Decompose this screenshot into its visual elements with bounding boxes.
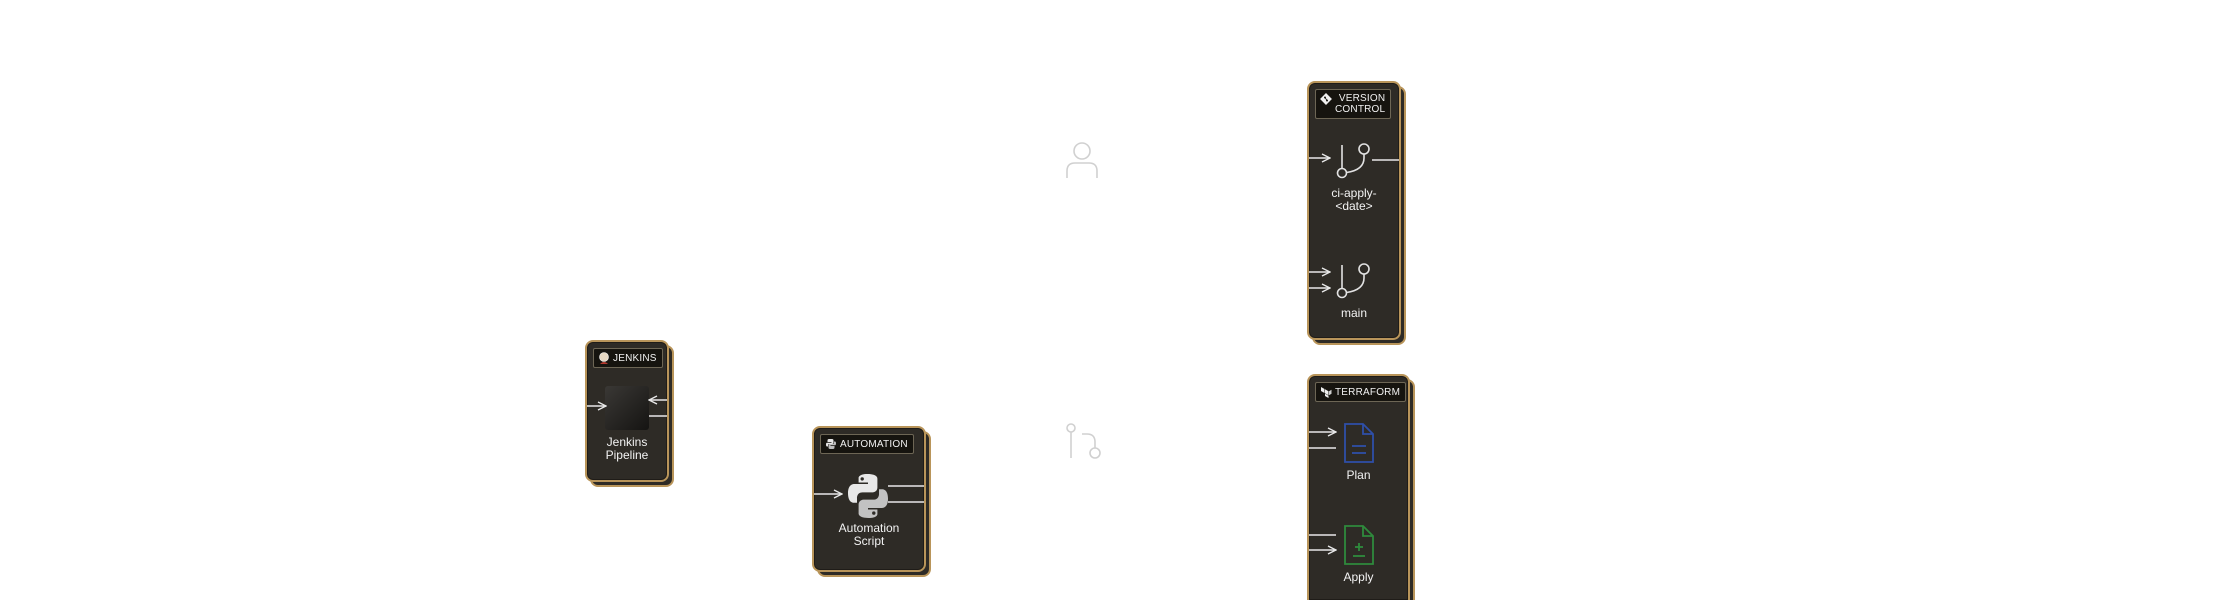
jenkins-label: Jenkins Pipeline (605, 435, 649, 462)
jenkins-tag-text: JENKINS (613, 352, 657, 364)
jenkins-logo-icon (599, 352, 609, 364)
pull-request-icon (1064, 422, 1104, 467)
apply-label: Apply (1343, 570, 1374, 584)
git-logo-icon (1320, 93, 1332, 105)
branch-main[interactable]: main (1309, 261, 1399, 321)
version-control-tag: VERSION CONTROL (1315, 89, 1392, 119)
terraform-tag-text: TERRAFORM (1335, 386, 1401, 398)
user-icon (1064, 140, 1100, 185)
branch-ci-apply-label: ci-apply- <date> (1331, 186, 1377, 213)
python-small-icon (826, 439, 836, 449)
automation-node[interactable]: AUTOMATION Automation Script (812, 426, 926, 572)
terraform-node[interactable]: TERRAFORM Plan Apply (1307, 374, 1410, 600)
document-icon (1339, 422, 1379, 469)
document-icon (1339, 524, 1379, 571)
version-control-tag-text: VERSION CONTROL (1335, 93, 1386, 115)
branch-main-label: main (1340, 306, 1367, 320)
automation-tag: AUTOMATION (820, 434, 914, 454)
terraform-tag: TERRAFORM (1315, 382, 1407, 402)
automation-tag-text: AUTOMATION (840, 438, 908, 450)
version-control-node[interactable]: VERSION CONTROL ci-apply- <date> main (1307, 81, 1401, 340)
jenkins-tag: JENKINS (593, 348, 663, 368)
automation-label: Automation Script (838, 521, 900, 548)
jenkins-node[interactable]: JENKINS Jenkins Pipeline (585, 340, 669, 482)
jenkins-pipeline-icon (605, 386, 649, 430)
git-branch-icon (1333, 141, 1373, 186)
git-branch-icon (1333, 261, 1373, 306)
terraform-apply-step[interactable]: Apply (1309, 524, 1408, 588)
plan-label: Plan (1346, 468, 1371, 482)
terraform-logo-icon (1321, 387, 1332, 398)
branch-ci-apply[interactable]: ci-apply- <date> (1309, 141, 1399, 213)
terraform-plan-step[interactable]: Plan (1309, 422, 1408, 486)
python-icon (844, 472, 892, 525)
